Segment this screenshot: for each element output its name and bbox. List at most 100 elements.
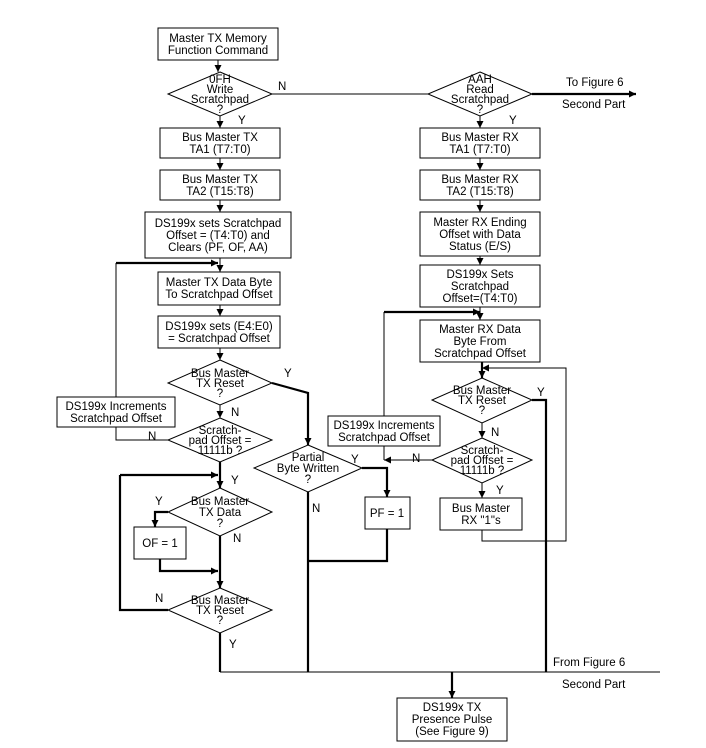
offset1-no-label: N [148, 431, 156, 443]
write-yes-label: Y [238, 115, 246, 127]
offset1-yes-label: Y [231, 475, 239, 487]
label-line: ? [217, 104, 223, 116]
label-line: TA2 (T15:T8) [186, 186, 254, 198]
label-line: Bus Master [191, 595, 249, 607]
label-line: Bus Master [452, 503, 510, 515]
sets-offset-rx-box [419, 264, 541, 308]
connector-lines [115, 60, 660, 698]
read-yes-label: Y [509, 115, 517, 127]
label-line: Clears (PF, OF, AA) [168, 242, 268, 254]
to-figure6-label: To Figure 6 [566, 77, 624, 89]
label-line: Scratchpad [451, 94, 509, 106]
label-line: Master TX Memory [169, 33, 267, 45]
rx-ending-offset-box [419, 211, 541, 257]
label-line: Offset = (T4:T0) and [166, 230, 270, 242]
rxreset-yes-label: Y [537, 387, 545, 399]
label-line: (See Figure 9) [415, 726, 489, 738]
label-line: Scratchpad [191, 94, 249, 106]
txreset2-no-label: N [155, 593, 163, 605]
rx-ta2-box [419, 169, 541, 201]
label-line: Scratch- [199, 425, 242, 437]
label-line: ? [217, 615, 223, 627]
label-line: Presence Pulse [412, 714, 493, 726]
offset2-no-label: N [412, 453, 420, 465]
increments-box-2 [327, 415, 441, 447]
label-line: DS199x Increments [334, 420, 435, 432]
partial-no-label: N [312, 503, 320, 515]
tx-ta2-box [159, 169, 281, 201]
label-line: TA1 (T7:T0) [189, 144, 250, 156]
label-line: pad Offset = [451, 455, 514, 467]
label-line: ? [305, 474, 311, 486]
label-line: TX Reset [458, 395, 507, 407]
from-figure6-label: From Figure 6 [553, 657, 625, 669]
label-line: = Scratchpad Offset [168, 333, 271, 345]
txreset2-yes-label: Y [229, 639, 237, 651]
label-line: TX Reset [196, 378, 245, 390]
label-line: Partial [292, 452, 325, 464]
label-line: DS199x sets (E4:E0) [165, 321, 273, 333]
write-no-label: N [278, 81, 286, 93]
label-line: ? [479, 405, 485, 417]
label-line: 0FH [209, 74, 231, 86]
of-label: OF = 1 [142, 538, 177, 550]
label-line: DS199x Sets [446, 269, 513, 281]
label-line: TX Reset [196, 605, 245, 617]
rxreset-no-label: N [491, 427, 499, 439]
offset-check-label-1: Scratch-pad Offset =11111b ? [189, 425, 252, 457]
label-line: Offset with Data [439, 229, 521, 241]
from-second-part-label: Second Part [562, 679, 626, 691]
label-line: Master RX Data [439, 324, 521, 336]
label-line: Master RX Ending [433, 217, 526, 229]
sets-e4e0-label: DS199x sets (E4:E0)= Scratchpad Offset [165, 321, 273, 345]
label-line: DS199x Increments [66, 401, 167, 413]
label-line: PF = 1 [370, 508, 404, 520]
tx-reset1-no-label: N [231, 407, 239, 419]
label-line: Read [466, 84, 494, 96]
offset-check-label-2: Scratch-pad Offset =11111b ? [451, 445, 514, 477]
label-line: Bus Master [191, 496, 249, 508]
label-line: Write [207, 84, 234, 96]
label-line: Bus Master [453, 385, 511, 397]
label-line: Scratchpad Offset [70, 413, 163, 425]
label-line: TX Data [199, 507, 242, 519]
label-line: ? [477, 104, 483, 116]
txdata-yes-label: Y [155, 496, 163, 508]
label-line: Scratchpad Offset [434, 348, 527, 360]
rx-ones-box [439, 497, 523, 531]
pf-label: PF = 1 [370, 508, 404, 520]
of-box [133, 526, 187, 560]
txdata-no-label: N [233, 533, 241, 545]
label-line: Bus Master TX [182, 174, 258, 186]
rx-data-byte-box [419, 319, 541, 363]
sets-offset-box [144, 211, 292, 259]
label-line: AAH [468, 74, 492, 86]
label-line: Bus Master TX [182, 132, 258, 144]
label-line: Function Command [168, 45, 268, 57]
label-line: Master TX Data Byte [166, 277, 273, 289]
label-line: DS199x TX [423, 702, 482, 714]
label-line: To Scratchpad Offset [165, 289, 273, 301]
start-box [157, 27, 279, 61]
increments-box-1 [56, 396, 176, 428]
offset2-yes-label: Y [496, 485, 504, 497]
label-line: Scratchpad Offset [338, 432, 431, 444]
label-line: Bus Master RX [441, 174, 519, 186]
label-line: 11111b ? [460, 465, 505, 477]
